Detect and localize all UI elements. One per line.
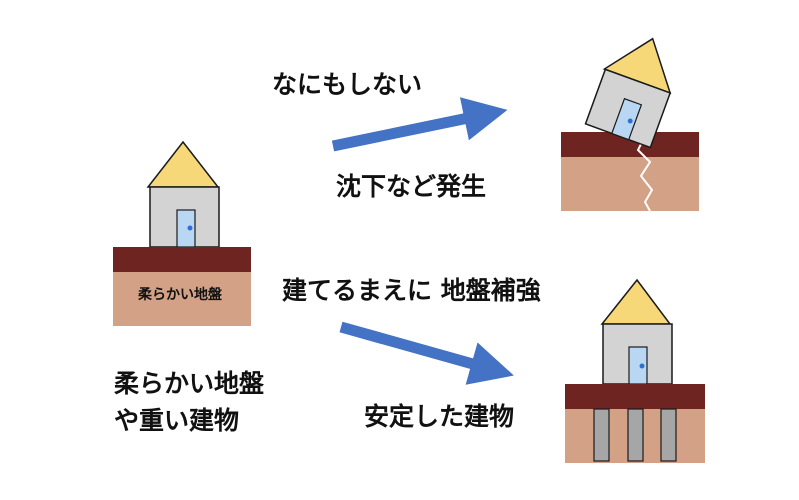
pile bbox=[660, 408, 677, 462]
pile bbox=[627, 408, 644, 462]
left-house-icon bbox=[146, 140, 220, 248]
tilted-house-icon bbox=[584, 37, 672, 149]
left-roof bbox=[146, 140, 220, 188]
arrow-right-icon bbox=[339, 321, 514, 385]
arrow-right-icon bbox=[331, 97, 508, 152]
stable-building-label: 安定した建物 bbox=[364, 402, 515, 431]
cause-label-line2: や重い建物 bbox=[114, 406, 240, 435]
do-nothing-label: なにもしない bbox=[272, 70, 423, 99]
tilted-door-knob bbox=[627, 118, 633, 124]
stable-roof bbox=[600, 278, 672, 325]
stable-house-icon bbox=[600, 278, 673, 385]
soft-ground-box-label: 柔らかい地盤 bbox=[138, 287, 222, 303]
lower-arrow bbox=[339, 321, 514, 385]
stable-scene bbox=[565, 278, 705, 463]
subsidence-label: 沈下など発生 bbox=[336, 172, 487, 201]
left-scene bbox=[113, 140, 251, 326]
lower-right-topsoil bbox=[565, 384, 705, 409]
left-topsoil bbox=[113, 247, 251, 272]
reinforce-label: 建てるまえに 地盤補強 bbox=[282, 276, 541, 305]
left-door-knob bbox=[187, 225, 193, 231]
stable-door-knob bbox=[639, 363, 645, 369]
tilted-door bbox=[611, 97, 643, 141]
left-soft-soil bbox=[113, 272, 251, 326]
subsidence-scene bbox=[561, 37, 699, 212]
upper-arrow bbox=[331, 97, 508, 152]
crack-icon bbox=[636, 139, 654, 212]
cause-label-line1: 柔らかい地盤 bbox=[114, 369, 265, 398]
pile bbox=[593, 408, 610, 462]
upper-right-soil bbox=[561, 157, 699, 211]
